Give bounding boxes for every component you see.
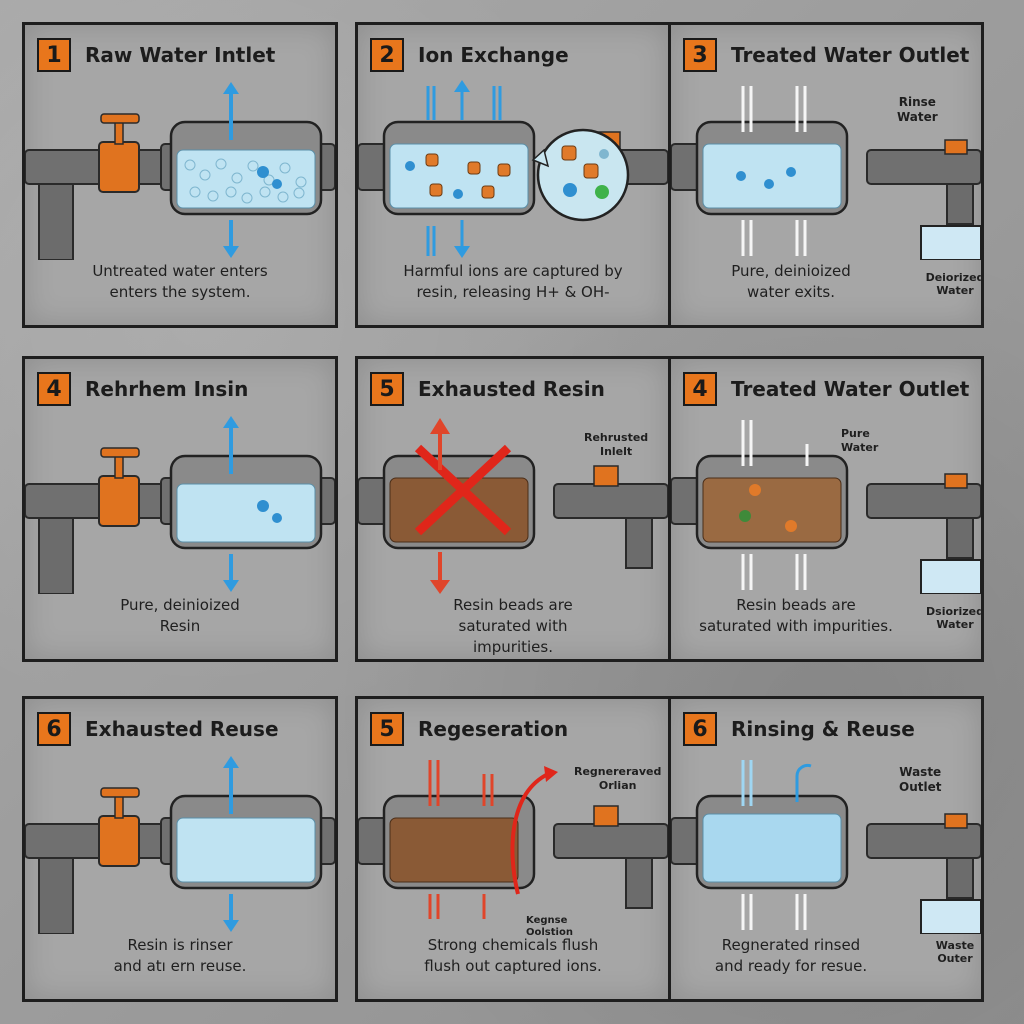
magnified-resin-view — [536, 128, 630, 222]
valve-icon — [98, 475, 140, 527]
valve-icon — [98, 815, 140, 867]
panel-9-rinsing-and-reuse: 6 Rinsing & Reuse Waste Outlet Waste Out… — [668, 696, 984, 1002]
panel-title: Rinsing & Reuse — [731, 717, 915, 741]
ion-exchange-illustration — [358, 80, 668, 258]
curved-flow-arrow — [510, 772, 549, 895]
side-label: Rinse Water — [897, 95, 938, 124]
valve-icon — [944, 139, 968, 155]
step-number-badge: 1 — [37, 38, 71, 72]
panel-caption: Pure, deinioized Resin — [120, 596, 240, 635]
step-number-badge: 3 — [683, 38, 717, 72]
panel-4-resin: 4 Rehrhem Insin Pure, deinioized Resin — [22, 356, 338, 662]
fresh-resin-beads — [702, 143, 842, 209]
panel-caption: Pure, deinioized water exits. — [731, 262, 851, 301]
panel-caption: Strong chemicals flush flush out capture… — [424, 936, 602, 975]
waste-container-icon — [920, 899, 981, 934]
panel-1-raw-water-inlet: 1 Raw Water Intlet Untreated water enter… — [22, 22, 338, 328]
panel-caption: Untreated water enters enters the system… — [92, 262, 268, 301]
fresh-resin-beads — [702, 813, 842, 883]
panel-title: Exhausted Resin — [418, 377, 605, 401]
panel-title: Raw Water Intlet — [85, 43, 276, 67]
riser-pipe-icon — [38, 857, 74, 934]
panel-7-exhausted-reuse: 6 Exhausted Reuse Resin is rinser and at… — [22, 696, 338, 1002]
step-number-badge: 6 — [683, 712, 717, 746]
outlet-pipe-icon — [866, 823, 981, 859]
panel-title: Rehrhem Insin — [85, 377, 249, 401]
deionized-water-container-icon — [920, 225, 981, 260]
step-number-badge: 6 — [37, 712, 71, 746]
panel-6-treated-water-outlet: 4 Treated Water Outlet Pure Water Dsiori… — [668, 356, 984, 662]
step-number-badge: 4 — [37, 372, 71, 406]
panel-2-ion-exchange: 2 Ion Exchange Harmful ions are captured… — [355, 22, 671, 328]
panel-5-exhausted-resin: 5 Exhausted Resin Rehrusted Inlelt Resin… — [355, 356, 671, 662]
valve-icon — [944, 813, 968, 829]
riser-pipe-icon — [38, 517, 74, 594]
deionized-water-container-icon — [920, 559, 981, 594]
panel-title: Exhausted Reuse — [85, 717, 279, 741]
side-label: Rehrusted Inlelt — [584, 431, 649, 458]
side-label: Pure Water — [841, 427, 879, 454]
panel-title: Treated Water Outlet — [731, 43, 970, 67]
outlet-pipe-icon — [866, 483, 981, 519]
panel-8-regeneration: 5 Regeseration Regnereraved Orlian Kegns… — [355, 696, 671, 1002]
step-number-badge: 4 — [683, 372, 717, 406]
bottom-label: Kegnse Oolstion — [526, 915, 573, 938]
step-number-badge: 2 — [370, 38, 404, 72]
valve-icon — [593, 805, 619, 827]
exhausted-resin-illustration — [358, 418, 668, 594]
valve-icon — [98, 141, 140, 193]
exhausted-resin-beads — [702, 477, 842, 543]
step-number-badge: 5 — [370, 712, 404, 746]
rinsing-reuse-illustration — [671, 760, 981, 934]
side-label: Regnereraved Orlian — [574, 765, 662, 792]
container-label: Dsiorized Water — [926, 605, 984, 631]
regeneration-illustration — [358, 760, 668, 919]
container-label: Deiorized Water — [925, 271, 984, 297]
treated-water-outlet-illustration — [671, 86, 981, 260]
panel-caption: Resin is rinser and atı ern reuse. — [113, 936, 247, 975]
resin-illustration — [25, 416, 335, 594]
outlet-pipe-icon — [866, 149, 981, 185]
panel-caption: Harmful ions are captured by resin, rele… — [403, 262, 623, 301]
container-label: Waste Outer — [935, 939, 975, 965]
side-label: Waste Outlet — [899, 765, 942, 794]
valve-icon — [944, 473, 968, 489]
panel-title: Ion Exchange — [418, 43, 569, 67]
panel-title: Regeseration — [418, 717, 569, 741]
panel-caption: Regnerated rinsed and ready for resue. — [714, 936, 868, 975]
valve-icon — [593, 465, 619, 487]
panel-caption: Resin beads are saturated with impuritie… — [453, 596, 573, 656]
fresh-resin-beads — [176, 817, 316, 883]
raw-water-inlet-illustration — [25, 82, 335, 260]
fresh-resin-beads — [176, 149, 316, 209]
panel-title: Treated Water Outlet — [731, 377, 970, 401]
treated-water-outlet-illustration — [671, 420, 981, 594]
step-number-badge: 5 — [370, 372, 404, 406]
fresh-resin-beads — [176, 483, 316, 543]
panel-3-treated-water-outlet: 3 Treated Water Outlet Rinse Water Deior… — [668, 22, 984, 328]
exhausted-resin-beads — [389, 817, 519, 883]
panel-caption: Resin beads are saturated with impuritie… — [699, 596, 893, 635]
riser-pipe-icon — [38, 183, 74, 260]
exhausted-reuse-illustration — [25, 756, 335, 934]
